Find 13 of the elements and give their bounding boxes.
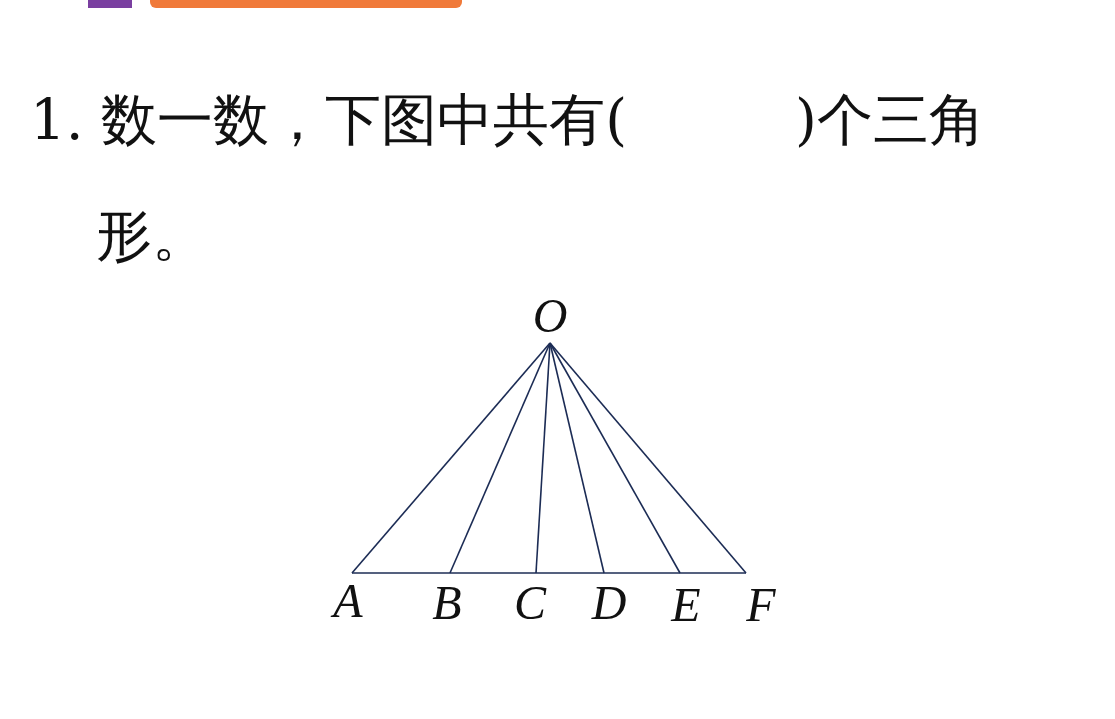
line-segment [535, 342, 551, 574]
line-segment [549, 342, 747, 574]
point-label: O [532, 292, 568, 340]
line-segment [549, 342, 681, 574]
question-text: 1. 数一数，下图中共有( )个三角形。 [30, 86, 986, 270]
line-segment [351, 572, 747, 574]
point-label: D [591, 579, 627, 627]
point-label: C [514, 579, 546, 627]
point-label: F [746, 581, 776, 629]
point-label: B [432, 579, 462, 627]
point-label: E [671, 581, 701, 629]
line-segment [351, 342, 551, 574]
line-segment [449, 342, 551, 574]
